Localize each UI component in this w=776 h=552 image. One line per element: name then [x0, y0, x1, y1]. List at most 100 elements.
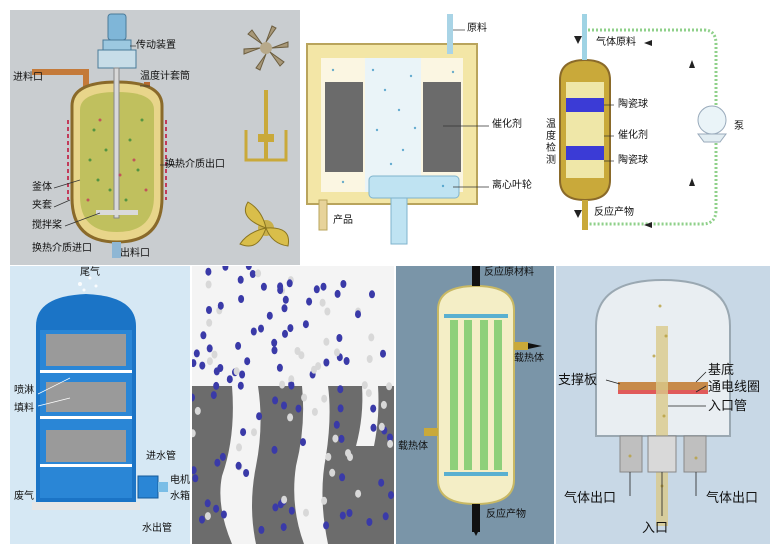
label-coil: 通电线圈 [708, 380, 761, 395]
arrow-right-icon [528, 343, 542, 349]
droplet [272, 503, 279, 512]
droplet [206, 318, 213, 327]
droplet [281, 304, 288, 313]
droplet [319, 298, 326, 307]
droplet [378, 478, 385, 487]
label-waste-gas: 废气 [14, 491, 34, 502]
trickle-bed-drawing [192, 266, 394, 544]
droplet [192, 359, 197, 368]
turbine-impeller-icon [243, 25, 289, 71]
droplet [271, 445, 278, 454]
droplet [338, 434, 345, 443]
droplet [323, 337, 330, 346]
droplet [306, 297, 313, 306]
droplet [355, 489, 362, 498]
droplet [236, 443, 242, 452]
droplet [287, 413, 294, 422]
droplet [323, 521, 330, 530]
droplet [294, 347, 301, 355]
droplet [222, 266, 229, 271]
label-cvd-inlet: 入口 [642, 521, 669, 536]
droplet [337, 385, 344, 394]
droplet [244, 357, 251, 366]
panel-cvd-reactor: 基底 支撑板 通电线圈 入口管 气体出口 气体出口 入口 [556, 266, 770, 544]
arrow-left-icon [644, 40, 652, 46]
droplet [366, 518, 373, 526]
droplet [286, 279, 293, 288]
droplet [288, 506, 295, 515]
droplet [287, 324, 294, 333]
label-feed: 原料 [467, 23, 487, 34]
label-water-out: 水出管 [142, 523, 172, 534]
droplet [340, 280, 347, 288]
label-tube-feed: 反应原材料 [484, 267, 534, 278]
droplet [303, 508, 309, 517]
label-tank: 水箱 [170, 491, 190, 502]
droplet [251, 428, 257, 437]
label-thermowell: 温度计套筒 [140, 71, 190, 82]
panel-packed-tower: 尾气 喷淋 填料 进水管 电机 废气 水箱 水出管 [10, 266, 190, 544]
droplet [220, 510, 227, 519]
droplet [339, 473, 346, 482]
arrow-up-icon-2 [689, 178, 695, 186]
droplet [271, 338, 278, 347]
droplet [387, 439, 394, 448]
fixed-bed-loop-drawing [559, 14, 727, 230]
label-gas-out-right: 气体出口 [706, 491, 759, 506]
label-inlet-pipe: 入口管 [708, 399, 748, 414]
droplet [339, 511, 346, 520]
droplet [324, 307, 331, 316]
droplet [277, 282, 284, 291]
arrow-down-icon [574, 36, 582, 44]
label-water-in: 进水管 [146, 451, 176, 462]
pump-icon [697, 105, 727, 143]
droplet [329, 468, 336, 477]
label-carrier-out: 载热体 [514, 353, 544, 364]
label-tail-gas: 尾气 [80, 267, 100, 278]
droplet [370, 423, 377, 432]
label-catalyst: 催化剂 [492, 119, 522, 130]
droplet [260, 282, 267, 291]
label-substrate: 基底 [708, 363, 735, 378]
label-drive: 传动装置 [136, 40, 176, 51]
label-reaction-product: 反应产物 [594, 207, 634, 218]
label-gas-out-left: 气体出口 [564, 491, 617, 506]
droplet [276, 363, 283, 372]
droplet [361, 381, 368, 390]
droplet [238, 295, 245, 303]
droplet [271, 346, 278, 355]
droplet [256, 412, 263, 421]
droplet [302, 320, 309, 329]
droplet [282, 329, 288, 338]
droplet [388, 491, 394, 500]
arrow-up-icon [689, 60, 695, 68]
droplet [281, 495, 288, 504]
droplet [368, 333, 375, 342]
label-heat-in: 换热介质进口 [32, 243, 92, 254]
label-temp-1: 温 [546, 119, 556, 130]
droplet [211, 350, 218, 359]
droplet [237, 275, 244, 284]
label-body: 釜体 [32, 182, 52, 193]
panel-trickle-bed [192, 266, 394, 544]
droplet [204, 512, 211, 521]
droplet [206, 306, 212, 314]
label-packing: 填料 [14, 403, 34, 414]
droplet [219, 452, 226, 461]
droplet [336, 334, 343, 342]
label-inlet: 进料口 [13, 72, 43, 83]
droplet [380, 349, 386, 358]
droplet [272, 396, 279, 405]
label-heat-out: 换热介质出口 [165, 159, 225, 170]
droplet [365, 389, 372, 398]
label-pump: 泵 [734, 121, 744, 132]
droplet [288, 375, 295, 384]
droplet [199, 515, 205, 524]
droplet [369, 290, 375, 299]
label-product: 产品 [333, 215, 353, 226]
droplet [386, 382, 393, 391]
droplet [206, 344, 213, 353]
paddle-impeller-icon [244, 90, 288, 162]
label-spray: 喷淋 [14, 385, 34, 396]
droplet [210, 391, 217, 400]
